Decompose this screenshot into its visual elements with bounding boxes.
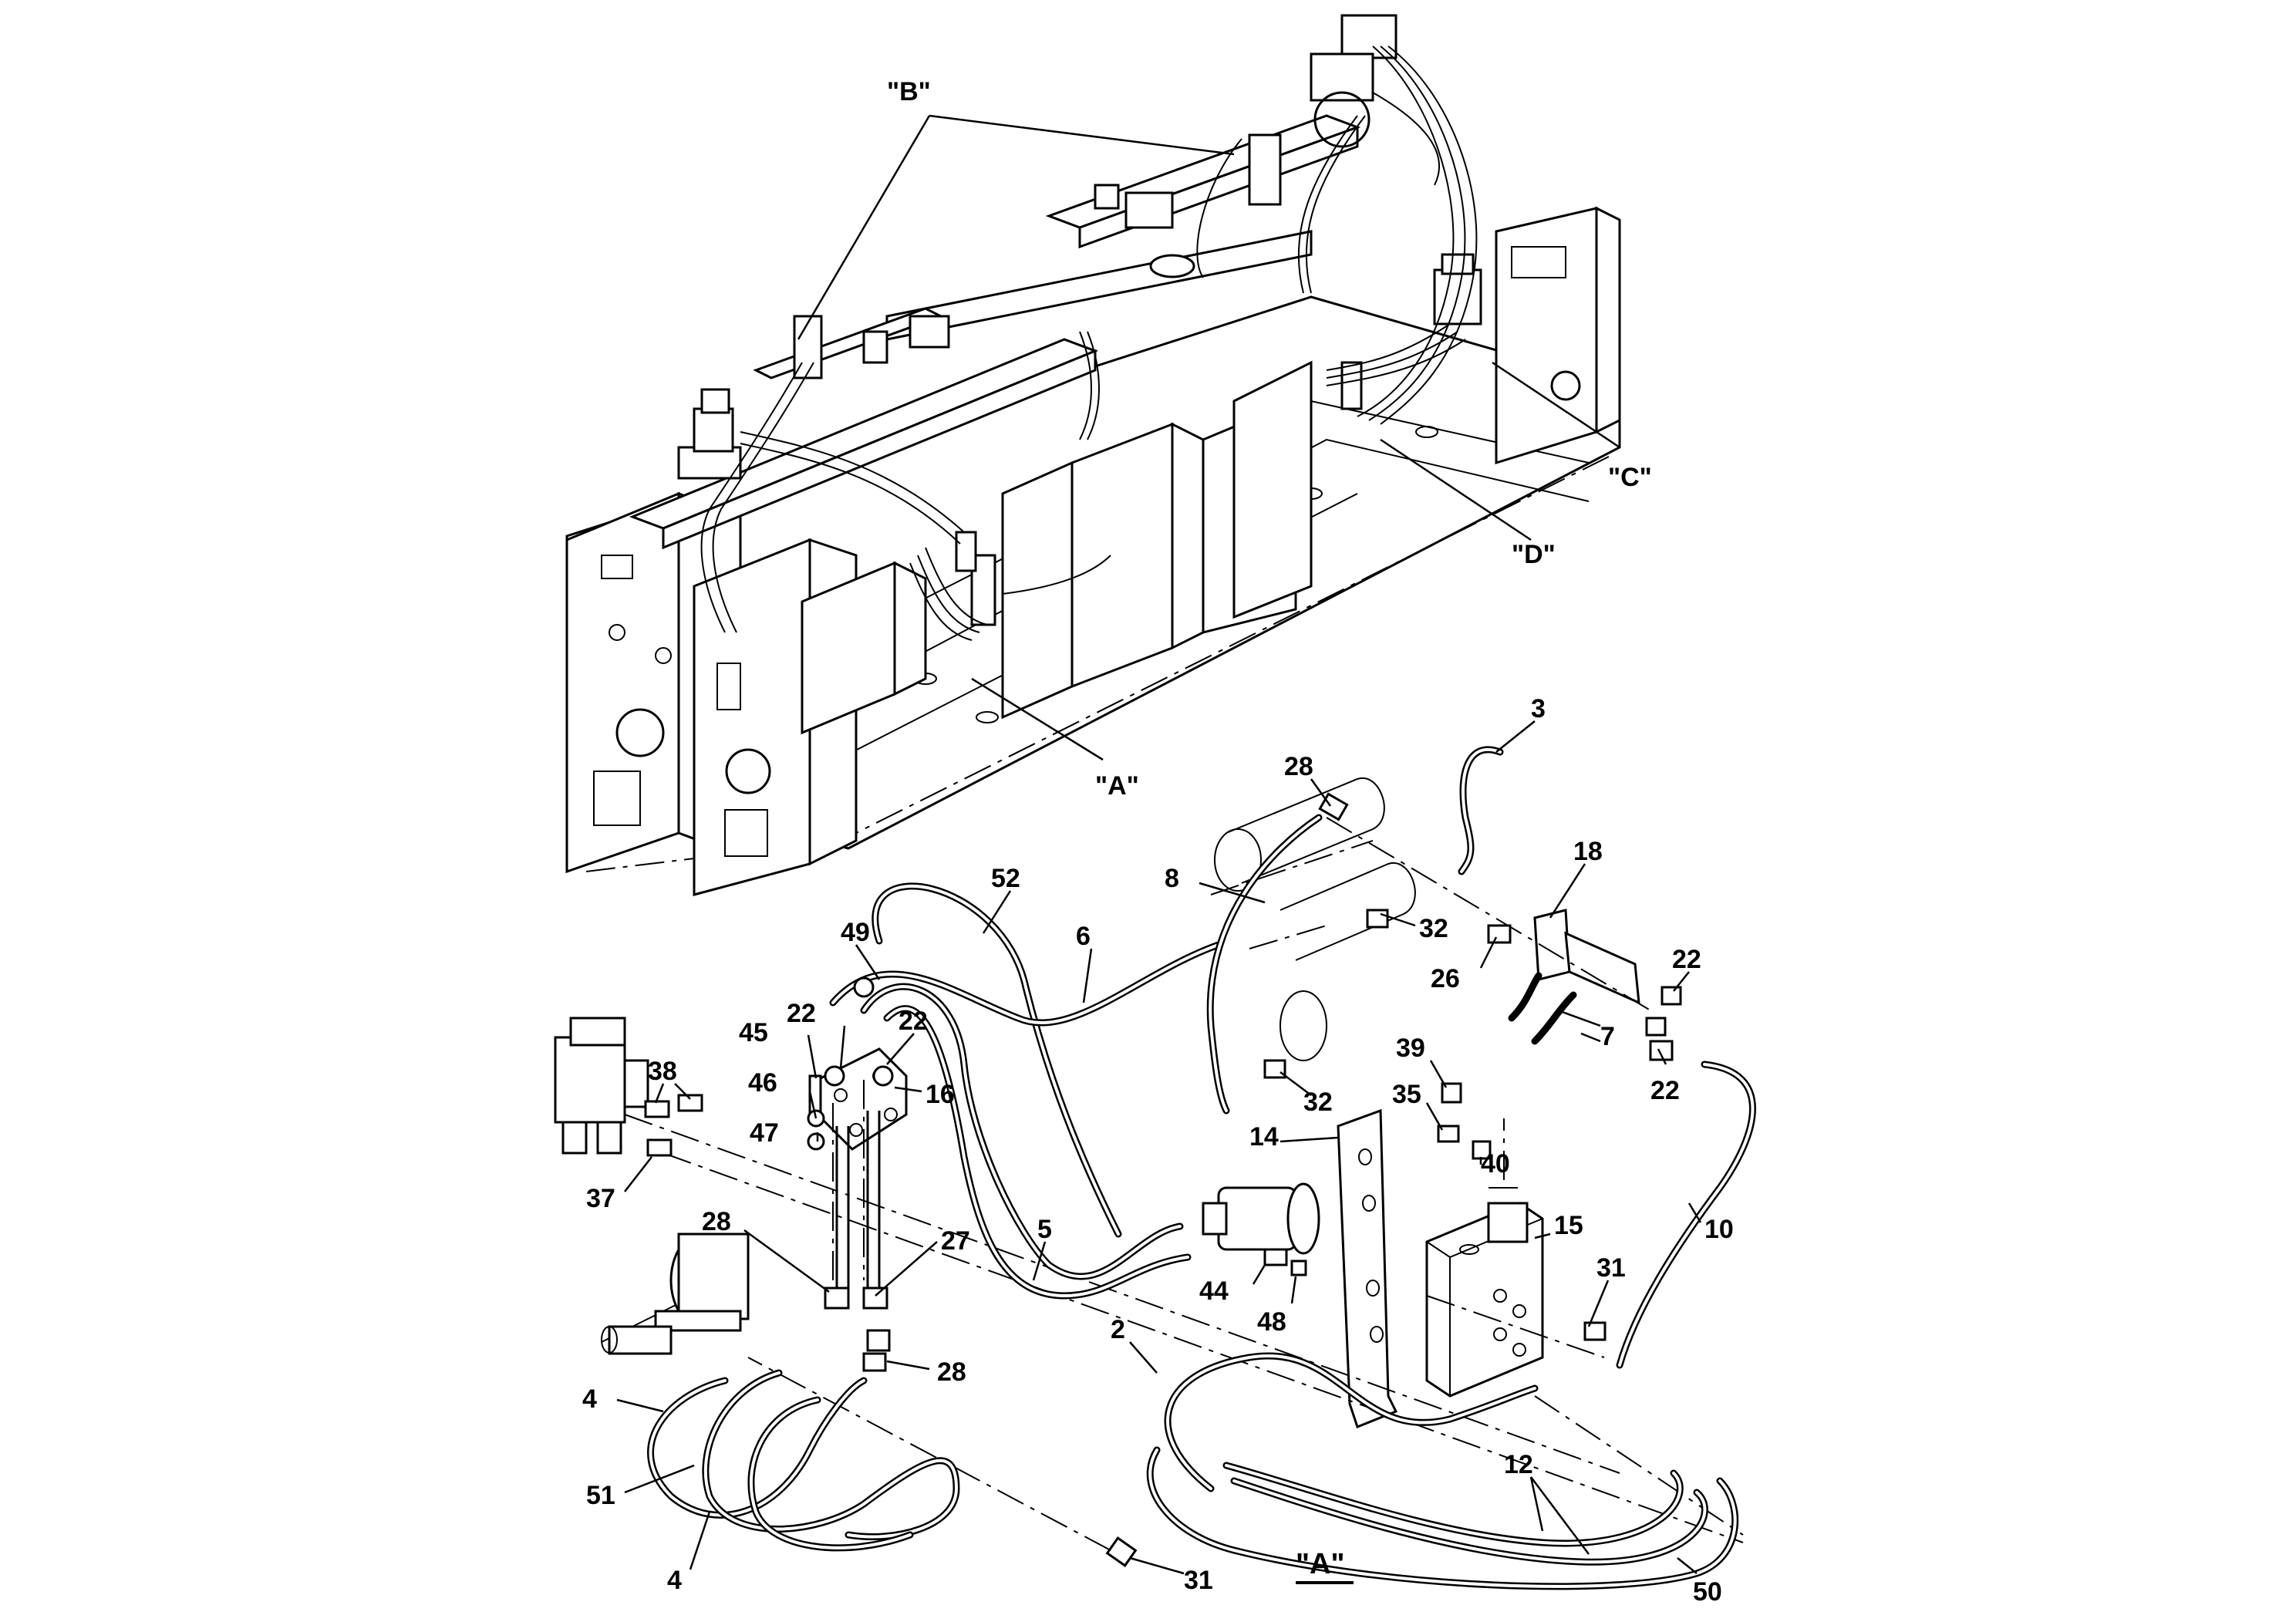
callout-46: 46: [748, 1068, 777, 1098]
callout-2: 2: [1111, 1315, 1125, 1344]
callout-26: 26: [1431, 964, 1460, 993]
callout-27: 27: [941, 1226, 970, 1256]
callout-28: 28: [937, 1357, 966, 1387]
callout-28: 28: [702, 1207, 731, 1236]
view-a-title: "A": [1296, 1548, 1344, 1580]
callout-31: 31: [1596, 1253, 1626, 1283]
callout-39: 39: [1396, 1034, 1425, 1063]
callout-32: 32: [1419, 914, 1448, 943]
exploded-view-a: [554, 746, 1756, 1590]
callout-35: 35: [1392, 1080, 1421, 1109]
callout-32: 32: [1303, 1088, 1333, 1117]
view-label-d: "D": [1512, 540, 1556, 569]
callout-40: 40: [1481, 1149, 1510, 1179]
callout-4: 4: [582, 1384, 597, 1414]
callout-18: 18: [1573, 837, 1603, 866]
callout-14: 14: [1249, 1122, 1279, 1152]
callout-6: 6: [1076, 922, 1091, 951]
callout-37: 37: [586, 1184, 615, 1213]
callout-52: 52: [991, 864, 1020, 893]
callout-12: 12: [1504, 1450, 1533, 1479]
callout-28: 28: [1284, 752, 1313, 781]
callout-48: 48: [1257, 1307, 1286, 1337]
view-label-b: "B": [887, 77, 931, 106]
callout-22: 22: [1672, 945, 1701, 974]
callout-22: 22: [1650, 1076, 1680, 1105]
callout-labels: 3 28 18 8 52 6 32 22 49 26 45 22 22 7 38…: [582, 694, 1734, 1607]
callout-4: 4: [667, 1566, 682, 1595]
callout-31: 31: [1184, 1566, 1213, 1595]
leader-lines: [616, 114, 1702, 1575]
callout-49: 49: [841, 918, 870, 947]
callout-16: 16: [925, 1080, 955, 1109]
callout-47: 47: [750, 1118, 779, 1148]
callout-45: 45: [739, 1018, 768, 1047]
callout-51: 51: [586, 1481, 615, 1510]
callout-50: 50: [1693, 1577, 1722, 1607]
callout-7: 7: [1600, 1022, 1615, 1051]
callout-22: 22: [899, 1007, 928, 1036]
view-label-a: "A": [1095, 771, 1139, 801]
callout-44: 44: [1199, 1276, 1229, 1306]
view-labels: "B" "C" "D" "A" "A": [887, 77, 1652, 1584]
callout-15: 15: [1554, 1211, 1583, 1240]
callout-8: 8: [1165, 864, 1179, 893]
view-label-c: "C": [1608, 463, 1652, 492]
callout-38: 38: [648, 1057, 677, 1086]
callout-10: 10: [1704, 1215, 1734, 1244]
callout-3: 3: [1531, 694, 1546, 723]
callout-5: 5: [1037, 1215, 1052, 1244]
machine-frame: [565, 14, 1621, 896]
callout-22: 22: [787, 999, 816, 1028]
